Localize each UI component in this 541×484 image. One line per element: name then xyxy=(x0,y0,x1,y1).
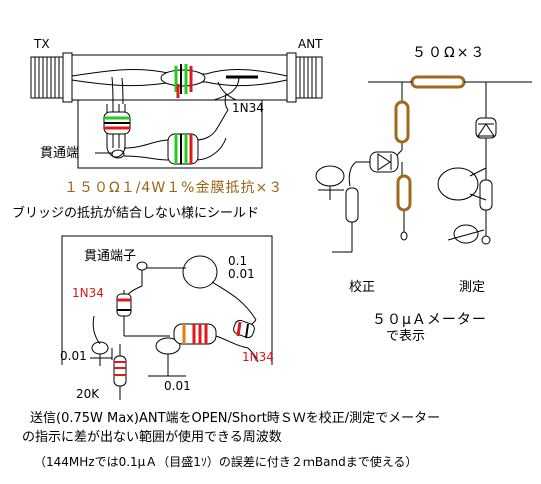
ant-connector xyxy=(286,52,323,103)
detector-assembly xyxy=(61,235,273,400)
label-ant: ANT xyxy=(298,37,323,51)
coax-resistor xyxy=(160,64,206,98)
resistor-detector-center xyxy=(173,323,217,345)
label-measure: 測定 xyxy=(459,280,486,295)
diode-right-detector xyxy=(233,319,255,339)
feedthrough-terminal-top xyxy=(111,149,125,159)
resistor-50-lower xyxy=(396,174,412,212)
label-shield-note: ブリッジの抵抗が結合しない様にシールド xyxy=(12,206,260,221)
resistor-50-top xyxy=(410,75,466,89)
resistor-20k xyxy=(113,355,127,387)
diode-schematic-right xyxy=(475,117,497,139)
label-cap-001-b: 0.01 xyxy=(60,349,87,363)
lower-enclosure xyxy=(77,100,263,169)
label-diode-top: 1N34 xyxy=(232,101,264,115)
diode-schematic-left xyxy=(369,151,399,173)
feedthrough-terminal-bottom xyxy=(136,261,148,271)
label-tx: TX xyxy=(34,37,50,51)
cap-0-1 xyxy=(182,255,218,289)
bridge-schematic xyxy=(315,81,532,253)
bridge-resistors-horizontal xyxy=(167,133,199,165)
resistor-50-left xyxy=(394,100,410,144)
label-feedthrough: 貫通端 xyxy=(40,146,80,161)
diode-left-detector xyxy=(116,293,132,317)
components-colored xyxy=(103,64,532,387)
shield-tube xyxy=(71,54,288,101)
label-r-20k: 20K xyxy=(76,387,100,401)
label-cap-001-a: 0.01 xyxy=(228,267,255,281)
label-diode-left: 1N34 xyxy=(72,286,104,300)
label-feedthrough-terminal: 貫通端子 xyxy=(84,249,137,264)
tx-connector xyxy=(30,52,73,103)
label-cap-01: 0.1 xyxy=(228,254,248,268)
label-meter-display: で表示 xyxy=(386,329,426,344)
bridge-resistors-vertical xyxy=(103,111,131,135)
label-cap-001-c: 0.01 xyxy=(164,379,191,393)
label-diode-right: 1N34 xyxy=(242,350,274,364)
note-line-3: （144MHzでは0.1μＡ（目盛1ｿ）の誤差に付き２ｍBandまで使える） xyxy=(34,455,418,469)
note-line-2: の指示に差が出ない範囲が使用できる周波数 xyxy=(22,430,282,445)
label-resistor-spec: １５０Ω１/4W１%金膜抵抗×３ xyxy=(64,180,284,196)
label-r-series: ５０Ω×３ xyxy=(412,45,487,61)
label-meter: ５０μＡメーター xyxy=(372,312,487,328)
note-line-1: 送信(0.75W Max)ANT端をOPEN/Short時ＳＷを校正/測定でメー… xyxy=(30,411,441,426)
detector-enclosure xyxy=(61,235,273,365)
label-calibrate: 校正 xyxy=(349,280,376,295)
